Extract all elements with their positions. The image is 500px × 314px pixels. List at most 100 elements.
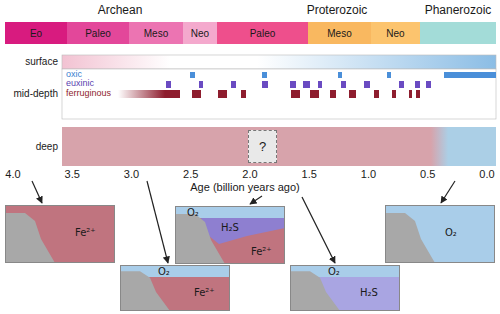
euxinic-bar [166,81,171,88]
ferruginous-bar [416,90,420,98]
pointer-arrow [302,197,335,263]
deep-row [62,127,496,166]
row-label: deep [36,141,58,152]
ocean-panel: O₂ H₂S Fe²⁺ [175,206,285,264]
ferruginous-bar [374,90,379,98]
ferruginous-fade [118,90,165,98]
euxinic-wedge [201,218,285,244]
ferruginous-bar [291,90,300,98]
pointer-arrow [441,181,455,203]
ferruginous-bar [349,90,356,98]
euxinic-water [290,265,400,311]
axis-tick-label: 3.0 [124,168,139,180]
species-label: O₂ [445,227,457,238]
ocean-illustration [385,205,495,263]
euxinic-bar [364,81,370,88]
euxinic-bar [199,81,203,88]
oxic-water [175,206,285,218]
eon-label: Proterozoic [307,4,368,17]
ferruginous-bar [192,90,201,98]
axis-tick-label: 1.5 [302,168,317,180]
oxic-bar [387,72,391,78]
oxic-bar [338,72,342,78]
species-label: H₂S [221,222,239,233]
ocean-illustration [290,265,400,311]
era-name: Meso [327,28,351,39]
oxic-bar [190,72,195,78]
species-label: O₂ [328,266,340,277]
era-name: Eo [30,28,42,39]
legend-text: ferruginous [66,89,111,99]
ferruginous-water [5,205,115,263]
species-label: O₂ [187,207,199,218]
era-band: Neo [183,22,217,44]
ferruginous-bar [218,90,227,98]
ferruginous-bar [241,90,246,98]
ferruginous-water [120,265,230,311]
question-mark: ? [259,139,266,154]
ferruginous-bar [409,90,412,98]
ferruginous-bar [310,90,319,98]
legend-text: euxinic [66,79,94,89]
axis-tick-label: 0.0 [479,168,494,180]
era-band: Meso [308,22,371,44]
euxinic-bar [341,81,346,88]
continental-shelf [120,271,170,311]
ocean-panel: O₂ H₂S [290,265,400,311]
era-name: Neo [191,28,209,39]
panel-border [176,207,285,264]
mid-depth-row [62,69,496,119]
euxinic-bar [426,81,431,88]
era-band: Paleo [67,22,129,44]
phanerozoic-band [420,22,496,44]
species-label: Fe²⁺ [75,227,96,238]
euxinic-bars [166,81,431,88]
euxinic-bar [290,81,296,88]
eon-label: Archean [98,4,143,17]
species-label: O₂ [158,266,170,277]
ocean-panel: O₂ [385,205,495,263]
axis-title: Age (billion years ago) [190,181,299,193]
era-name: Meso [144,28,168,39]
row-label: mid-depth [14,88,58,99]
era-band: Meso [129,22,183,44]
euxinic-bar [399,81,404,88]
ferruginous-bar [392,90,396,98]
continental-shelf [175,214,225,264]
row-label: surface [25,56,58,67]
pointer-arrow [32,181,42,203]
ocean-panel: Fe²⁺ [5,205,115,263]
oxic-bar [444,72,496,78]
era-band: Paleo [217,22,308,44]
unknown-gap-box: ? [248,130,277,163]
eon-label: Phanerozoic [425,4,492,17]
ferruginous-bars [165,90,420,98]
panel-border [386,206,495,263]
era-band: Neo [371,22,420,44]
species-label: H₂S [360,287,378,298]
ferruginous-bar [330,90,336,98]
oxic-water [385,205,495,263]
euxinic-bar [318,81,322,88]
euxinic-bar [303,81,310,88]
ferruginous-bar [165,90,180,98]
axis-tick-label: 2.0 [242,168,257,180]
continental-shelf [290,271,340,311]
euxinic-bar [231,81,236,88]
panel-border [291,266,400,311]
axis-tick-label: 3.5 [65,168,80,180]
panel-border [121,266,230,311]
ocean-illustration [5,205,115,263]
ferruginous-water [175,206,285,264]
panel-border [6,206,115,263]
pointer-arrow [147,181,168,263]
continental-shelf [385,213,435,263]
euxinic-bar [262,81,268,88]
era-band: Eo [5,22,67,44]
oxic-bars [190,72,496,78]
oxic-bar [262,72,267,78]
era-name: Neo [386,28,404,39]
species-label: Fe²⁺ [251,246,272,257]
species-label: Fe²⁺ [194,287,215,298]
